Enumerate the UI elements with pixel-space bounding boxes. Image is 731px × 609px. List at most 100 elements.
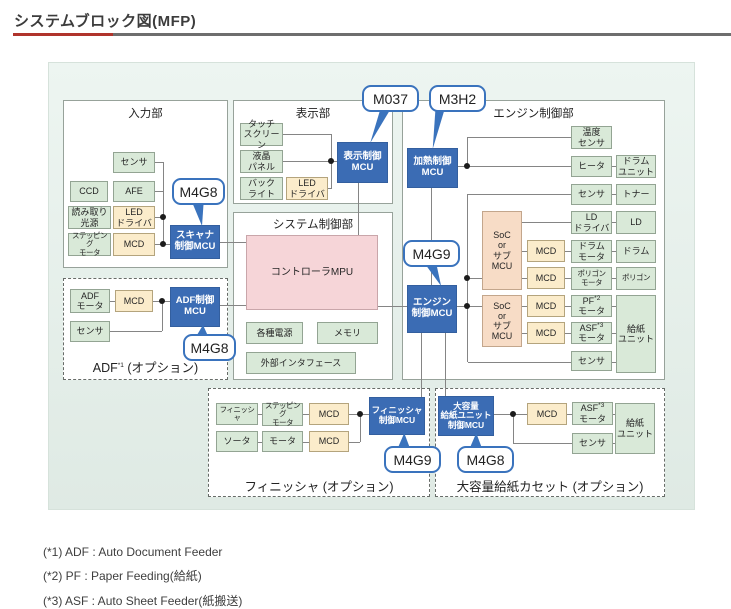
connector-line — [303, 442, 309, 443]
connector-line — [513, 414, 514, 443]
connector-line — [612, 251, 616, 252]
section-cassette-label: 大容量給紙カセット (オプション) — [456, 480, 644, 494]
callout-m3h2: M3H2 — [429, 85, 486, 112]
scanner-mcu-box: スキャナ制御MCU — [170, 225, 220, 259]
polygon-box: ポリゴン — [616, 267, 656, 290]
callout-tail — [470, 433, 482, 447]
callout-m037: M037 — [362, 85, 419, 112]
ld-box: LD — [616, 211, 656, 234]
title-underline-gray — [113, 33, 731, 36]
junction-dot — [160, 214, 166, 220]
connector-line — [522, 278, 527, 279]
lcd-panel-box: 液晶パネル — [240, 150, 283, 173]
mcd-box: MCD — [309, 403, 349, 425]
footnote-1: (*1) ADF : Auto Document Feeder — [43, 545, 223, 559]
callout-m4g8: M4G8 — [172, 178, 225, 205]
toner-box: トナー — [616, 184, 656, 205]
finisher-box: フィニッシャ — [216, 403, 258, 425]
connector-line — [612, 194, 616, 195]
junction-dot — [464, 303, 470, 309]
connector-line — [163, 162, 164, 245]
connector-line — [220, 305, 246, 306]
paper-unit-box: 給紙ユニット — [616, 295, 656, 373]
polygon-motor-box: ポリゴンモータ — [571, 267, 612, 290]
junction-dot — [464, 163, 470, 169]
callout-m4g8: M4G8 — [183, 334, 236, 361]
connector-line — [522, 306, 527, 307]
engine-mcu-box: エンジン制御MCU — [407, 285, 457, 333]
connector-line — [283, 134, 331, 135]
connector-line — [567, 414, 572, 415]
backlight-box: バックライト — [240, 177, 283, 200]
connector-line — [155, 217, 163, 218]
mcd-box: MCD — [527, 240, 565, 262]
mcd-box: MCD — [527, 295, 565, 317]
sensor-box: センサ — [572, 433, 613, 454]
connector-line — [612, 333, 616, 334]
mcd-box: MCD — [115, 290, 153, 312]
connector-line — [613, 414, 615, 415]
junction-dot — [464, 275, 470, 281]
callout-m4g9: M4G9 — [403, 240, 460, 267]
drum-box: ドラム — [616, 240, 656, 263]
mcd-box: MCD — [309, 431, 349, 452]
sensor-box: センサ — [70, 321, 110, 342]
connector-line — [612, 278, 616, 279]
section-adf-label: ADF*1 (オプション) — [92, 361, 199, 375]
connector-line — [613, 443, 615, 444]
connector-line — [258, 442, 262, 443]
sensor-box: センサ — [571, 184, 612, 205]
mcd-box: MCD — [527, 267, 565, 289]
mcd-box: MCD — [527, 322, 565, 344]
section-system-label: システム制御部 — [272, 219, 354, 231]
sensor-box: センサ — [113, 152, 155, 173]
callout-tail — [432, 110, 445, 149]
connector-line — [612, 306, 616, 307]
connector-line — [522, 251, 527, 252]
connector-line — [110, 331, 162, 332]
connector-line — [358, 183, 359, 235]
cassette-mcu-box: 大容量給紙ユニット制御MCU — [438, 396, 494, 436]
connector-line — [522, 222, 571, 223]
junction-dot — [159, 298, 165, 304]
footnotes: (*1) ADF : Auto Document Feeder (*2) PF … — [43, 545, 242, 609]
connector-line — [468, 306, 482, 307]
sorter-box: ソータ — [216, 431, 258, 452]
stepping-motor-box: ステッピングモータ — [68, 231, 111, 257]
heater-box: ヒータ — [571, 156, 612, 177]
mcd-box: MCD — [113, 233, 155, 256]
connector-line — [220, 242, 246, 243]
drum-motor-box: ドラムモータ — [571, 240, 612, 263]
connector-line — [513, 443, 572, 444]
controller-mpu-box: コントローラMPU — [246, 235, 378, 310]
footnote-2: (*2) PF : Paper Feeding(給紙) — [43, 569, 202, 583]
junction-dot — [510, 411, 516, 417]
connector-line — [110, 301, 115, 302]
callout-m4g9: M4G9 — [384, 446, 441, 473]
touch-screen-box: タッチスクリーン — [240, 119, 283, 150]
connector-line — [467, 137, 468, 167]
callout-tail — [197, 325, 208, 335]
connector-line — [360, 414, 361, 442]
connector-line — [283, 161, 337, 162]
drum-unit-box: ドラムユニット — [616, 155, 656, 178]
section-finisher-label: フィニッシャ (オプション) — [244, 480, 394, 494]
paper-unit-box: 給紙ユニット — [615, 403, 655, 454]
connector-line — [468, 362, 571, 363]
connector-line — [431, 188, 432, 285]
junction-dot — [328, 158, 334, 164]
callout-m4g8: M4G8 — [457, 446, 514, 473]
page-title: システムブロック図(MFP) — [14, 13, 197, 30]
connector-line — [468, 194, 571, 195]
